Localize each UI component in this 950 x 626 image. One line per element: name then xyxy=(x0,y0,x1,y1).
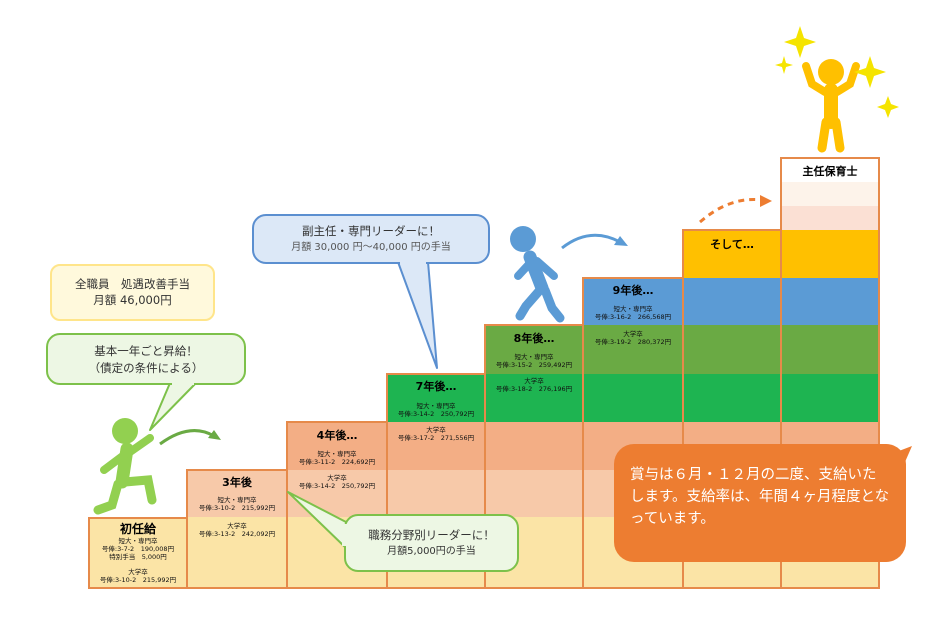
blue-figure-arm-front xyxy=(533,257,558,280)
step1-a-line: 号俸:3-7-2 190,008円 xyxy=(101,545,175,553)
green-figure-arm-down xyxy=(100,451,128,474)
blue-figure-leg-back xyxy=(515,285,545,321)
green-figure-head xyxy=(112,418,138,444)
green-arrowhead xyxy=(208,430,221,440)
gold-figure-head xyxy=(818,59,844,85)
step4-a-label: 短大・専門卒 xyxy=(416,402,456,410)
step4-b-line: 号俸:3-17-2 271,556円 xyxy=(397,434,475,442)
step2-a-label: 短大・専門卒 xyxy=(217,496,257,504)
allowance-box: 全職員 処遇改善手当 月額 46,000円 xyxy=(50,264,215,321)
allowance-line2: 月額 46,000円 xyxy=(93,293,172,307)
step5-a-label: 短大・専門卒 xyxy=(514,353,554,361)
gold-figure-leg-right xyxy=(831,117,845,153)
gold-figure-leg-left xyxy=(817,117,831,153)
step2-b-line: 号俸:3-13-2 242,092円 xyxy=(198,530,276,538)
bonus-bubble: 賞与は６月・１２月の二度、支給いたします。支給率は、年間４ヶ月程度となっています… xyxy=(614,444,906,562)
step6-b-line: 号俸:3-19-2 280,372円 xyxy=(594,338,672,346)
step3-b-line: 号俸:3-14-2 250,792円 xyxy=(298,482,376,490)
field-line2: 月額5,000円の手当 xyxy=(387,546,476,557)
step1-b-label: 大学卒 xyxy=(128,568,148,576)
step-title-2: 3年後 xyxy=(222,476,252,489)
green-figure-leg-up xyxy=(120,475,157,505)
green-figure xyxy=(93,418,157,515)
blue-figure-leg-front xyxy=(540,285,565,323)
raise-line1: 基本一年ごと昇給！ xyxy=(94,344,198,358)
orange-arrowhead xyxy=(760,195,772,207)
band-green xyxy=(484,325,878,374)
green-arrow xyxy=(159,429,215,446)
step-title-5: 8年後… xyxy=(513,332,555,345)
step2-a-line: 号俸:3-10-2 215,992円 xyxy=(198,504,276,512)
step5-b-line: 号俸:3-18-2 276,196円 xyxy=(495,385,573,393)
blue-arrow xyxy=(561,233,621,250)
deputy-tail-seam xyxy=(400,260,426,264)
step4-a-line: 号俸:3-14-2 250,792円 xyxy=(397,410,475,418)
band-blue xyxy=(582,278,878,325)
gold-figure xyxy=(802,59,860,153)
head-cell-8 xyxy=(782,159,878,182)
green-figure-leg-down xyxy=(93,479,123,515)
step4-b-label: 大学卒 xyxy=(426,426,446,434)
step1-a-label: 短大・専門卒 xyxy=(118,537,158,545)
raise-tail-seam xyxy=(172,381,194,385)
deputy-bubble: 副主任・専門リーダーに！ 月額 30,000 円～40,000 円の手当 xyxy=(252,214,490,264)
step1-b-line: 号俸:3-10-2 215,992円 xyxy=(99,576,177,584)
step1-a-line2: 特別手当 5,000円 xyxy=(109,553,167,561)
sparkle-icon xyxy=(775,56,793,74)
sparkle-icon xyxy=(854,56,886,88)
band-green-dark xyxy=(386,374,878,422)
field-bubble: 職務分野別リーダーに！ 月額5,000円の手当 xyxy=(344,514,519,572)
step3-a-label: 短大・専門卒 xyxy=(317,450,357,458)
step6-a-line: 号俸:3-16-2 266,568円 xyxy=(594,313,672,321)
field-tail-seam xyxy=(342,524,347,546)
raise-line2: （債定の条件による） xyxy=(88,361,204,375)
blue-arrowhead xyxy=(614,236,628,246)
allowance-line1: 全職員 処遇改善手当 xyxy=(75,277,190,291)
step-title-8: 主任保育士 xyxy=(802,165,858,178)
sparkle-icon xyxy=(877,96,899,118)
gold-figure-arm-left xyxy=(802,62,829,96)
band-pink xyxy=(780,206,878,230)
step-column-8 xyxy=(780,157,880,589)
step-title-4: 7年後… xyxy=(415,380,457,393)
step6-a-label: 短大・専門卒 xyxy=(613,305,653,313)
raise-bubble: 基本一年ごと昇給！ （債定の条件による） xyxy=(46,333,246,385)
step3-b-label: 大学卒 xyxy=(327,474,347,482)
bonus-text: 賞与は６月・１２月の二度、支給いたします。支給率は、年間４ヶ月程度となっています… xyxy=(630,467,890,527)
sparkle-icons xyxy=(775,26,899,118)
step-title-6: 9年後… xyxy=(612,284,654,297)
orange-dashed-arrow xyxy=(699,197,763,224)
sparkle-icon xyxy=(784,26,816,58)
deputy-line1: 副主任・専門リーダーに！ xyxy=(302,224,440,238)
band-pale xyxy=(780,182,878,206)
step3-a-line: 号俸:3-11-2 224,692円 xyxy=(298,458,376,466)
step6-b-label: 大学卒 xyxy=(623,330,643,338)
field-line1: 職務分野別リーダーに！ xyxy=(368,528,495,542)
green-figure-arm-up xyxy=(126,434,154,456)
step-title-7: そして… xyxy=(710,238,754,251)
blue-figure-head xyxy=(510,226,536,252)
step-title-3: 4年後… xyxy=(316,429,358,442)
step5-b-label: 大学卒 xyxy=(524,377,544,385)
step-title-1: 初任給 xyxy=(119,522,156,536)
step5-a-line: 号俸:3-15-2 259,492円 xyxy=(495,361,573,369)
deputy-line2: 月額 30,000 円～40,000 円の手当 xyxy=(291,242,451,253)
blue-figure xyxy=(510,226,565,323)
blue-figure-arm-back xyxy=(514,258,535,280)
step2-b-label: 大学卒 xyxy=(227,522,247,530)
